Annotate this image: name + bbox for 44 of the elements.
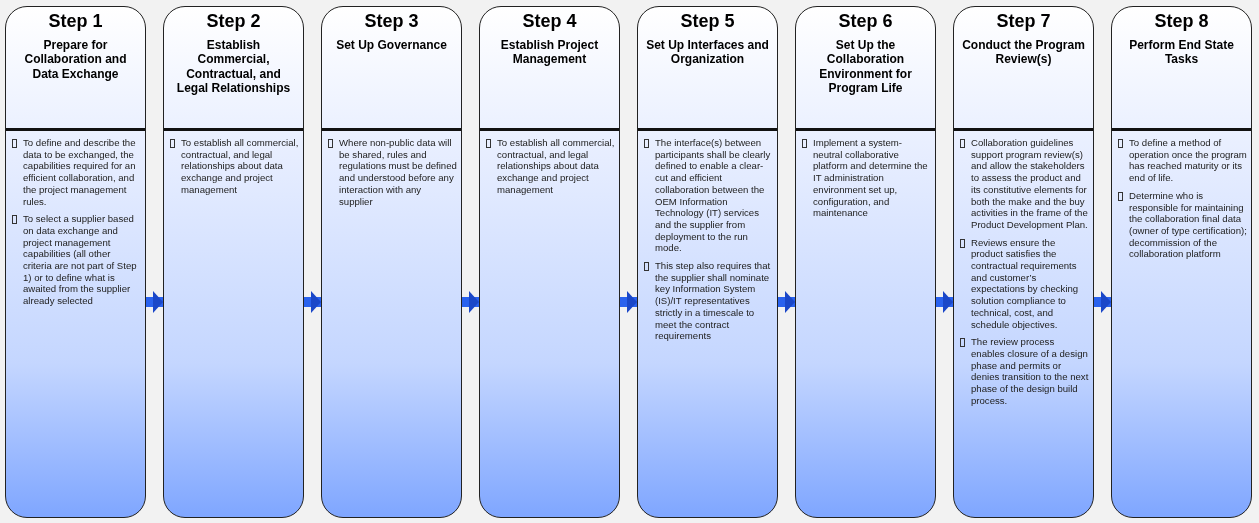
step-title: Establish Commercial, Contractual, and Legal Relationships	[175, 38, 292, 96]
bullet-text: Implement a system-neutral collaborative platform and determine the IT administration environment set up, configuration, and maintenance	[813, 137, 929, 219]
step-label: Step 5	[680, 11, 735, 32]
step-label: Step 7	[996, 11, 1051, 32]
bullet-text: Determine who is responsible for maintaining the collaboration final data (owner of type certification); decommission of the collaboration platform	[1129, 189, 1247, 261]
step-column	[321, 6, 462, 518]
step-title: Set Up the Collaboration Environment for Program Life	[818, 38, 913, 96]
arrow	[778, 291, 795, 313]
step-column	[795, 6, 936, 518]
arrow	[304, 291, 321, 313]
bullet-text: This step also requires that the supplier shall nominate key Information System (IS)/IT representatives strictly in a timescale to meet the contract requirements	[655, 260, 772, 342]
bullet-text: To define and describe the data to be exchanged, the capabilities required for an efficient collaboration, and the project management rules.	[23, 137, 137, 208]
step-column	[479, 6, 620, 518]
step-title: Establish Project Management	[499, 38, 600, 67]
bullet-text: Collaboration guidelines support program review(s) and allow the stakeholders to assess the product and its constitutive elements for both the make and the buy activities in the frame of the Product Development Plan.	[971, 137, 1089, 231]
bullet-text: The interface(s) between participants shall be clearly defined to enable a clear-cut and efficient collaboration between the OEM Information Technology (IT) services and the supplier from deployment to the run mode.	[655, 137, 772, 255]
arrow	[146, 291, 163, 313]
bullet-text: The review process enables closure of a design phase and permits or denies transition to the next phase of the design build process.	[971, 336, 1089, 407]
step-column	[5, 6, 146, 518]
step-title: Conduct the Program Review(s)	[961, 38, 1086, 67]
step-label: Step 1	[48, 11, 103, 32]
step-title: Set Up Governance	[335, 38, 448, 53]
step-title: Set Up Interfaces and Organization	[645, 38, 770, 67]
arrow	[620, 291, 637, 313]
arrow	[936, 291, 953, 313]
step-column	[1111, 6, 1252, 518]
bullet-text: To establish all commercial, contractual, and legal relationships about data exchange and project management	[497, 137, 615, 196]
step-label: Step 3	[364, 11, 419, 32]
step-title: Prepare for Collaboration and Data Exchange	[23, 38, 128, 82]
step-label: Step 6	[838, 11, 893, 32]
step-title: Perform End State Tasks	[1128, 38, 1235, 67]
step-label: Step 8	[1154, 11, 1209, 32]
step-label: Step 4	[522, 11, 577, 32]
bullet-text: To select a supplier based on data exchange and project management capabilities (all other criteria are not part of Step 1) or to define what is awaited from the supplier already selected	[23, 213, 138, 307]
bullet-text: To establish all commercial, contractual, and legal relationships about data exchange and project management	[181, 137, 299, 196]
step-column	[637, 6, 778, 518]
step-label: Step 2	[206, 11, 261, 32]
bullet-text: To define a method of operation once the program has reached maturity or its end of life.	[1129, 137, 1247, 184]
step-column	[163, 6, 304, 518]
bullet-text: Reviews ensure the product satisfies the contractual requirements and customer’s expectations by checking solution compliance to technical, cost, and schedule objectives.	[971, 236, 1080, 331]
arrow	[1094, 291, 1111, 313]
arrow	[462, 291, 479, 313]
step-column	[953, 6, 1094, 518]
bullet-text: Where non-public data will be shared, rules and regulations must be defined and understood before any interaction with any supplier	[339, 137, 457, 208]
